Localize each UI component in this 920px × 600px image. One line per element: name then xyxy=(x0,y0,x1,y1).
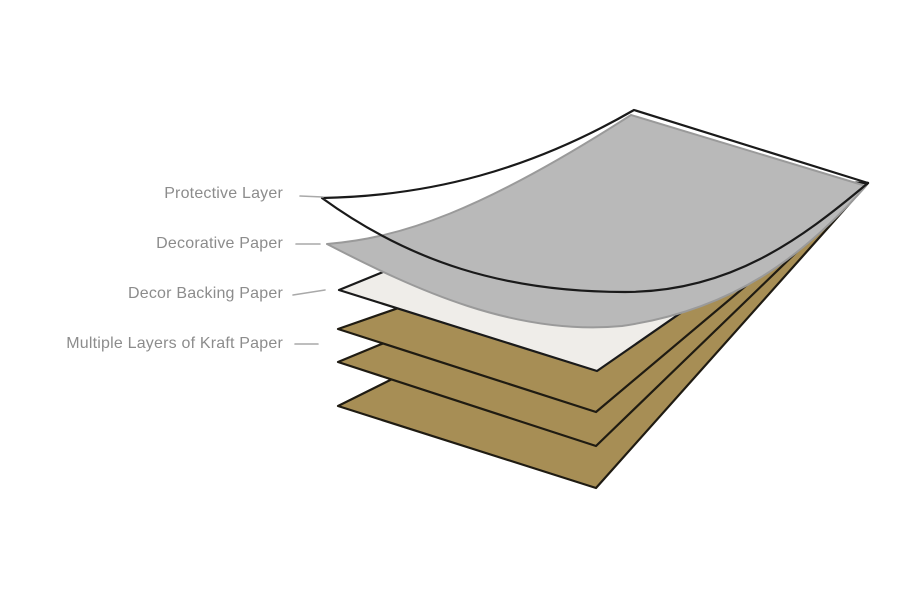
decorative-paper-sheet xyxy=(326,114,867,329)
label-decor-backing-paper: Decor Backing Paper xyxy=(128,285,283,302)
label-kraft-paper: Multiple Layers of Kraft Paper xyxy=(66,335,283,352)
label-decorative-paper: Decorative Paper xyxy=(156,235,283,252)
protective-layer-sheet xyxy=(320,108,870,294)
leader-line-protective xyxy=(299,195,324,198)
label-protective-layer: Protective Layer xyxy=(164,185,283,202)
leader-line-backing xyxy=(292,289,326,296)
